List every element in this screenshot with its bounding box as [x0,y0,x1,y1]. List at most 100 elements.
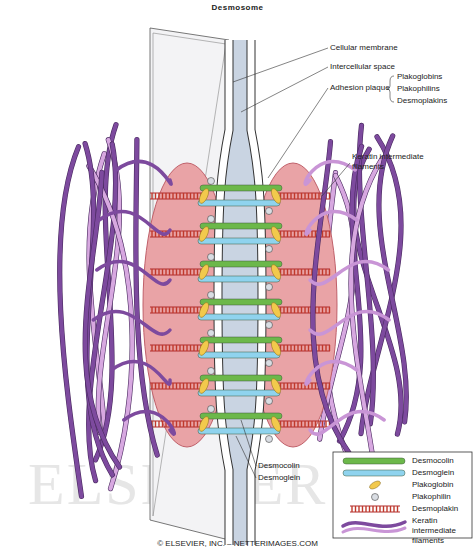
desmoglein-molecule [198,276,280,282]
desmocolin-molecule [200,261,282,267]
desmoplakin-rung [193,269,194,275]
desmoplakin-rung [301,421,302,427]
legend-label: Desmoglein [412,468,454,478]
keratin-filament-edge [60,147,82,497]
desmoplakin-rung [325,383,326,389]
legend-label: Keratin intermediate filaments [412,516,470,546]
desmoplakin-rung [151,307,152,313]
legend-label: Plakoglobin [412,480,453,490]
desmoplakin-rung [179,231,180,237]
desmoplakin-rung [151,193,152,199]
plakophilin-molecule [208,368,215,375]
desmoplakin-rung [151,269,152,275]
desmoplakin-rail [150,350,205,351]
desmoplakin-rail [150,192,205,193]
desmoplakin-rung [311,193,312,199]
desmoplakin-rung [308,421,309,427]
desmoplakin-rung [397,506,398,512]
desmoplakin-rung [165,193,166,199]
desmoplakin-rung [304,421,305,427]
desmoplakin-rung [290,383,291,389]
desmoplakin-rung [304,345,305,351]
desmoplakin-rung [355,506,356,512]
plakophilin-molecule [266,246,273,253]
keratin-filament [136,140,157,456]
desmoplakin-rung [358,506,359,512]
keratin-filament [313,142,360,467]
plakoglobin-molecule [197,339,210,356]
desmoplakin-rung [304,307,305,313]
desmoplakin-rung [318,193,319,199]
desmoplakin-rung [176,383,177,389]
desmoplakin-rung [325,345,326,351]
membrane-left-outline [218,40,229,545]
part-label: Desmocolin [258,461,300,471]
desmoplakin-rung [197,421,198,427]
desmoplakin-rung [329,307,330,313]
desmocolin-molecule [200,299,282,305]
desmoplakin-rung [362,506,363,512]
desmoplakin-rung [155,383,156,389]
desmoplakin-rung [322,345,323,351]
plakoglobin-molecule [269,263,282,280]
desmoplakin-rung [155,269,156,275]
plakoglobin-molecule [197,415,210,432]
desmoplakin-rung [329,383,330,389]
desmoplakin-rung [322,269,323,275]
plakophilin-molecule [266,322,273,329]
desmoplakin-rung [329,345,330,351]
desmoplakin-rung [183,269,184,275]
desmoplakin-rung [297,345,298,351]
desmoplakin-rung [290,231,291,237]
desmoplakin-rung [176,269,177,275]
membrane-left [218,40,229,545]
desmoplakin-rung [283,269,284,275]
desmoplakin-rung [290,307,291,313]
desmoplakin-rung [287,269,288,275]
desmoplakin-rung [283,307,284,313]
keratin-sample [343,528,405,532]
plakoglobin-molecule [269,187,282,204]
desmoplakin-rail [275,236,330,237]
desmoplakin-rung [162,307,163,313]
plakoglobin-molecule [269,225,282,242]
desmoplakin-rung [193,421,194,427]
desmoplakin-rung [311,421,312,427]
part-label: Desmoglein [258,473,300,483]
desmoglein-molecule [198,352,280,358]
desmoplakin-rung [393,506,394,512]
desmoplakin-rung [162,193,163,199]
desmoplakin-rung [151,383,152,389]
desmoplakin-rail [350,511,400,512]
desmoglein-molecule [198,390,280,396]
desmoplakin-rung [169,193,170,199]
desmoplakin-rung [329,269,330,275]
keratin-filament [124,411,175,434]
desmoplakin-rung [183,421,184,427]
desmoplakin-rung [179,269,180,275]
desmoplakin-rung [186,231,187,237]
plakophilin-molecule [208,178,215,185]
desmoplakin-rung [179,307,180,313]
plakophilin-molecule [266,284,273,291]
desmoplakin-rung [155,193,156,199]
desmoplakin-rung [325,307,326,313]
keratin-filament [116,161,171,184]
desmoplakin-rung [151,345,152,351]
desmoplakin-rung [315,383,316,389]
desmoplakin-rung [172,307,173,313]
desmoplakin-rung [325,231,326,237]
intercellular-space [218,40,262,545]
desmoplakin-rung [297,307,298,313]
desmoplakin-rung [322,421,323,427]
desmoplakin-rung [329,231,330,237]
plakoglobin-molecule [197,377,210,394]
desmoplakin-rung [311,383,312,389]
desmoplakin-rung [325,269,326,275]
keratin-filament [111,361,170,384]
part-label: Intercellular space [330,62,395,72]
desmoplakin-rung [297,269,298,275]
desmoplakin-rung [183,307,184,313]
legend-box [333,452,472,538]
